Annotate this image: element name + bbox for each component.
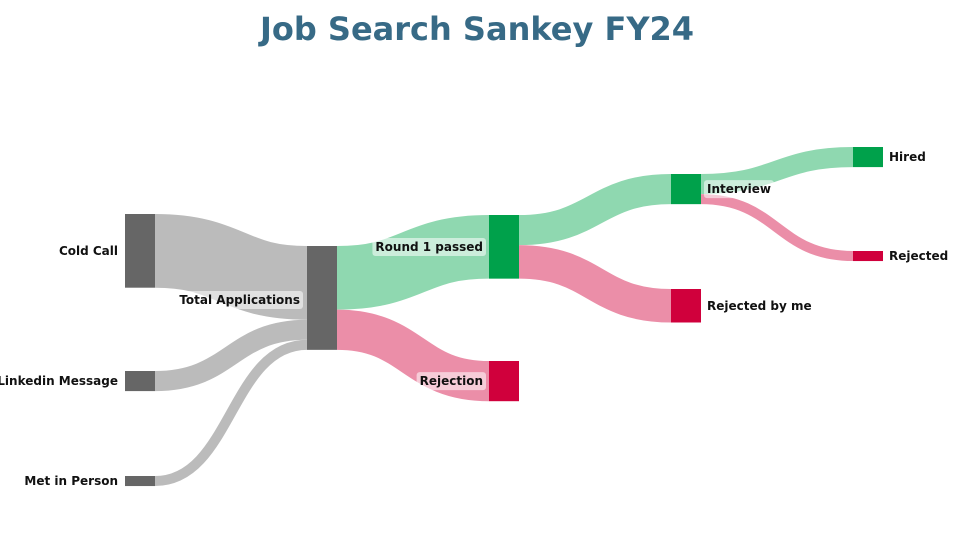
node-round1 bbox=[489, 215, 519, 279]
node-label-bg-round1 bbox=[372, 238, 486, 256]
nodes-layer bbox=[125, 147, 883, 487]
node-linkedin bbox=[125, 371, 155, 392]
links-layer bbox=[154, 147, 854, 487]
link-interview-hired bbox=[700, 147, 854, 195]
node-label-rejme: Rejected by me bbox=[707, 299, 812, 313]
link-linkedin-total bbox=[154, 319, 308, 392]
link-round1-interview bbox=[518, 174, 672, 246]
node-cold bbox=[125, 214, 155, 288]
node-person bbox=[125, 476, 155, 487]
node-label-hired: Hired bbox=[889, 150, 926, 164]
node-rejected bbox=[853, 251, 883, 262]
node-total bbox=[307, 246, 337, 350]
link-person-total bbox=[154, 339, 308, 487]
node-rejection bbox=[489, 361, 519, 402]
node-label-rejection: Rejection bbox=[420, 374, 483, 388]
node-label-linkedin: Linkedin Message bbox=[0, 374, 118, 388]
node-label-person: Met in Person bbox=[24, 474, 118, 488]
node-label-bg-total bbox=[176, 291, 303, 309]
node-label-cold: Cold Call bbox=[59, 244, 118, 258]
link-round1-rejme bbox=[518, 245, 672, 323]
chart-title: Job Search Sankey FY24 bbox=[259, 10, 695, 48]
node-interview bbox=[671, 174, 701, 205]
node-label-rejected: Rejected bbox=[889, 249, 948, 263]
node-label-interview: Interview bbox=[707, 182, 771, 196]
node-rejme bbox=[671, 289, 701, 323]
link-interview-rejected bbox=[700, 194, 854, 262]
node-label-bg-rejection bbox=[416, 372, 486, 391]
node-label-total: Total Applications bbox=[179, 293, 300, 307]
node-label-round1: Round 1 passed bbox=[375, 240, 483, 254]
link-cold-total bbox=[154, 214, 308, 320]
node-label-bg-interview bbox=[704, 180, 774, 199]
node-hired bbox=[853, 147, 883, 168]
